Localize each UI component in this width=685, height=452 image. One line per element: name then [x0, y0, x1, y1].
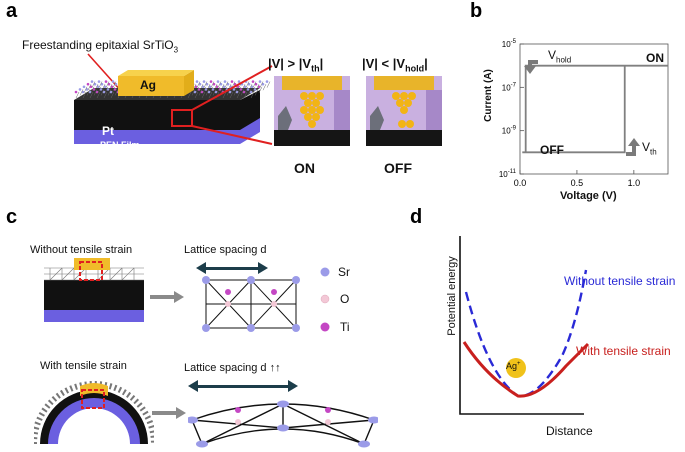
cond-on-sub: th	[311, 63, 320, 74]
cond-off-label: |V| < |Vhold|	[362, 56, 428, 74]
legend-sr: Sr	[338, 265, 350, 279]
vhold-base: V	[548, 48, 557, 62]
iv-loop-curve	[522, 64, 668, 154]
legend-o: O	[340, 292, 350, 306]
with-strain-label: With tensile strain	[40, 360, 127, 372]
legend-o-icon	[320, 294, 330, 304]
iv-chart: 10-5 10-7 10-9 10-11 0.0 0.5 1.0	[499, 39, 669, 188]
series-with-label: With tensile strain	[576, 344, 671, 358]
iv-x-tick-label: 1.0	[628, 178, 641, 188]
bent-arrow-icon	[152, 407, 186, 419]
curve-with-strain	[462, 341, 590, 398]
ag-ion-text: Ag	[506, 361, 518, 371]
pe-y-axis-label: Potential energy	[445, 256, 458, 336]
potential-chart	[459, 236, 590, 415]
iv-y-tick-label: 10-7	[502, 82, 517, 92]
iv-x-ticks: 0.0 0.5 1.0	[514, 170, 640, 188]
iv-y-ticks: 10-5 10-7 10-9 10-11	[499, 39, 524, 179]
iv-plot-frame	[519, 43, 669, 175]
flat-selection-square	[79, 261, 103, 281]
iv-x-tick-label: 0.0	[514, 178, 527, 188]
vhold-label: Vhold	[548, 48, 571, 64]
material-label: Freestanding epitaxial SrTiO3	[22, 38, 178, 54]
lattice-spacing-up-label: Lattice spacing d ↑↑	[184, 362, 281, 374]
ag-label: Ag	[140, 78, 156, 92]
panel-label-c: c	[6, 206, 18, 228]
iv-off-label: OFF	[540, 143, 564, 157]
bent-lattice	[188, 400, 378, 448]
curve-without-strain	[464, 269, 588, 398]
legend-ti-icon	[320, 322, 330, 332]
state-off-label: OFF	[384, 160, 412, 176]
material-label-sub: 3	[173, 45, 179, 55]
pe-axes	[459, 236, 584, 415]
iv-y-tick-label: 10-11	[499, 169, 517, 179]
panel-label-d: d	[410, 206, 423, 228]
iv-y-tick-label: 10-5	[502, 39, 517, 49]
label-pointer-line	[87, 53, 123, 93]
cond-off-pre: |V| < |V	[362, 56, 406, 71]
bent-selection-square	[81, 389, 105, 409]
iv-on-label: ON	[646, 51, 664, 65]
vth-base: V	[642, 140, 651, 154]
cond-on-post: |	[319, 56, 324, 71]
spacing-arrow-bent-icon	[188, 380, 298, 392]
vth-arrow	[626, 144, 636, 156]
flat-lattice	[202, 276, 300, 332]
cond-off-sub: hold	[405, 63, 425, 74]
bent-device	[34, 381, 154, 445]
material-label-text: Freestanding epitaxial SrTiO	[22, 38, 174, 52]
iv-x-tick-label: 0.5	[571, 178, 584, 188]
panel-label-b: b	[470, 0, 483, 22]
device-illustration	[74, 53, 273, 145]
pt-label: Pt	[102, 124, 114, 138]
ag-ion-label: Ag+	[506, 361, 521, 371]
vth-sub: th	[650, 147, 657, 157]
panel-label-a: a	[6, 0, 18, 22]
flat-device	[44, 258, 144, 322]
ag-ion-sup: +	[517, 361, 521, 367]
pen-film-label: PEN Film	[100, 140, 140, 150]
selection-square	[171, 109, 193, 127]
cond-on-pre: |V| > |V	[268, 56, 312, 71]
ag-ion-icon	[506, 358, 526, 378]
state-on-label: ON	[294, 160, 315, 176]
flat-arrow-icon	[150, 291, 184, 303]
legend-ti: Ti	[340, 320, 350, 334]
pe-x-axis-label: Distance	[546, 424, 593, 438]
vhold-sub: hold	[556, 55, 572, 65]
cond-off-post: |	[424, 56, 428, 71]
vth-label: Vth	[642, 140, 657, 156]
iv-y-axis-label: Current (A)	[482, 69, 494, 122]
zoom-cell-off	[366, 76, 442, 146]
without-strain-label: Without tensile strain	[30, 244, 133, 256]
spacing-arrow-flat-icon	[196, 262, 268, 274]
lattice-spacing-label: Lattice spacing d	[184, 244, 267, 256]
iv-y-tick-label: 10-9	[502, 126, 517, 136]
cond-on-label: |V| > |Vth|	[268, 56, 323, 74]
legend-sr-icon	[320, 267, 330, 277]
series-without-label: Without tensile strain	[564, 274, 676, 288]
iv-x-axis-label: Voltage (V)	[560, 190, 617, 202]
zoom-cell-on	[274, 76, 350, 146]
